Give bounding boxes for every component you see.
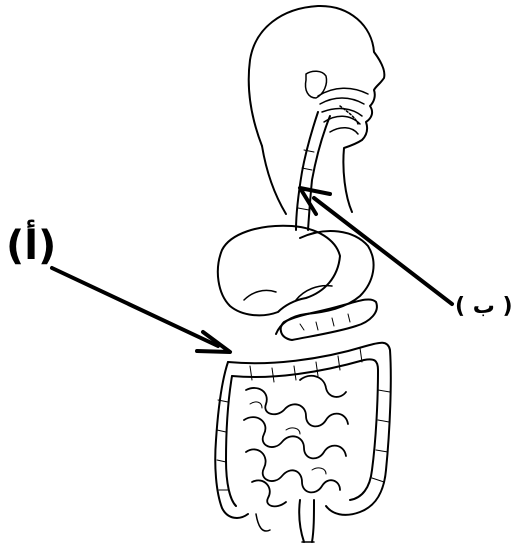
arrow-a: [52, 268, 230, 352]
large-intestine: [215, 343, 391, 518]
arrow-b: [300, 188, 452, 304]
pancreas: [281, 299, 377, 340]
small-intestine: [244, 376, 348, 507]
label-b: ( ب ): [455, 293, 513, 321]
label-a: (أ): [6, 222, 56, 270]
rectum: [256, 500, 314, 542]
liver: [218, 226, 340, 316]
head-outline: [249, 6, 385, 214]
